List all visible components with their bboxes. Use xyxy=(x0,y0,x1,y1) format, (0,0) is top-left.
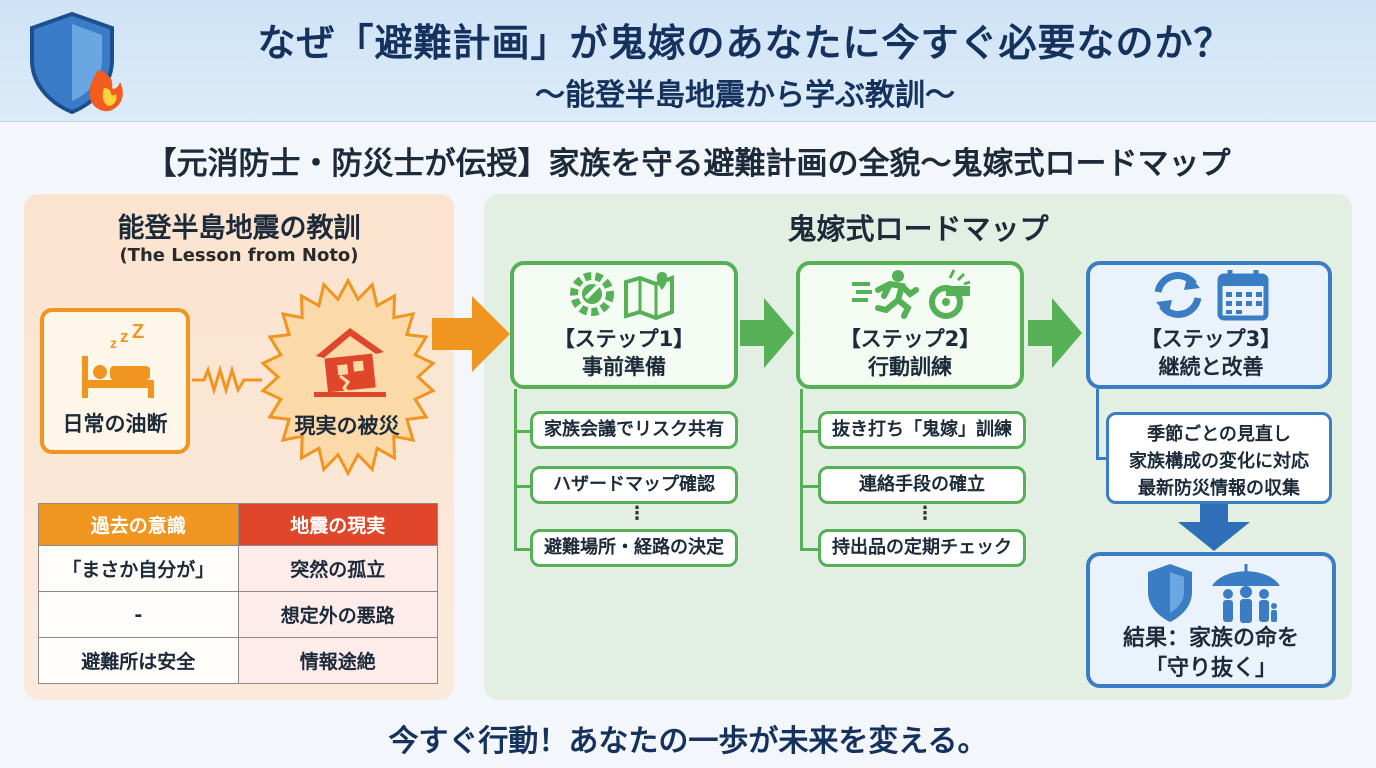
shield-fire-icon xyxy=(30,11,123,115)
step2-tree-line xyxy=(800,389,803,550)
step3-label: 【ステップ3】 xyxy=(1140,327,1282,351)
list-item: 避難場所・経路の決定 xyxy=(530,529,738,567)
table-row: 避難所は安全 情報途絶 xyxy=(38,637,439,684)
shield-umbrella-family-icon xyxy=(1148,564,1280,623)
runner-whistle-icon xyxy=(852,269,971,319)
table-header-past: 過去の意識 xyxy=(38,503,239,546)
disaster-label: 現実の被災 xyxy=(294,414,400,438)
green-arrow-icon xyxy=(740,298,794,368)
svg-text:z: z xyxy=(110,335,117,351)
step1-branch xyxy=(514,430,530,433)
result-label: 結果：家族の命を 「守り抜く」 xyxy=(1086,624,1336,684)
step2-title: 【ステップ2】 行動訓練 xyxy=(796,325,1024,381)
table-cell-reality: 突然の孤立 xyxy=(237,545,439,592)
step1-tree-line xyxy=(514,389,517,550)
ellipsis-dots: ⋮ xyxy=(916,503,934,524)
step2-card xyxy=(796,261,1024,389)
blue-down-arrow-icon xyxy=(1178,504,1250,551)
step1-label: 【ステップ1】 xyxy=(553,327,695,351)
gear-map-icon xyxy=(570,272,674,321)
table-cell-reality: 情報途絶 xyxy=(237,637,439,684)
step3-branch xyxy=(1096,457,1108,460)
step1-branch xyxy=(514,548,530,551)
step1-branch xyxy=(514,485,530,488)
svg-text:z: z xyxy=(120,327,129,346)
step3-name: 継続と改善 xyxy=(1158,355,1264,379)
section-title: 【元消防士・防災士が伝授】家族を守る避難計画の全貌〜鬼嫁式ロードマップ xyxy=(145,146,1231,182)
page-subtitle: 〜能登半島地震から学ぶ教訓〜 xyxy=(535,78,955,113)
ellipsis-dots: ⋮ xyxy=(628,503,646,524)
footer-callout: 今すぐ行動！あなたの一歩が未来を変える。 xyxy=(388,724,988,759)
step2-label: 【ステップ2】 xyxy=(839,327,981,351)
squiggle-connector xyxy=(192,364,262,396)
step2-name: 行動訓練 xyxy=(868,355,952,379)
list-item: 最新防災情報の収集 xyxy=(1138,478,1300,499)
list-item: 連絡手段の確立 xyxy=(818,466,1026,504)
table-header-row: 過去の意識 地震の現実 xyxy=(38,503,439,546)
step3-title: 【ステップ3】 継続と改善 xyxy=(1086,325,1336,381)
comparison-table: 過去の意識 地震の現実 「まさか自分が」 突然の孤立 - 想定外の悪路 避難所は… xyxy=(38,503,439,684)
lesson-subheading: (The Lesson from Noto) xyxy=(119,245,359,266)
page-title: なぜ「避難計画」が鬼嫁のあなたに今すぐ必要なのか？ xyxy=(257,21,1233,65)
daily-carelessness-label: 日常の油断 xyxy=(62,412,168,436)
collapsed-house-icon xyxy=(314,328,386,398)
table-header-reality: 地震の現実 xyxy=(237,503,439,546)
svg-text:Z: Z xyxy=(132,321,144,343)
step3-card xyxy=(1086,261,1332,389)
roadmap-heading: 鬼嫁式ロードマップ xyxy=(787,212,1049,246)
sleeping-bed-icon: z z Z xyxy=(82,321,154,398)
lesson-heading: 能登半島地震の教訓 xyxy=(117,213,361,244)
list-item: 家族構成の変化に対応 xyxy=(1129,451,1309,472)
step1-title: 【ステップ1】 事前準備 xyxy=(510,325,738,381)
table-row: - 想定外の悪路 xyxy=(38,591,439,638)
step2-branch xyxy=(800,430,818,433)
step2-branch xyxy=(800,548,818,551)
list-item: 季節ごとの見直し xyxy=(1147,424,1291,445)
table-cell-past: 「まさか自分が」 xyxy=(38,545,239,592)
orange-arrow-icon xyxy=(432,296,510,372)
step1-name: 事前準備 xyxy=(582,355,666,379)
table-cell-reality: 想定外の悪路 xyxy=(237,591,439,638)
table-cell-past: 避難所は安全 xyxy=(38,637,239,684)
list-item: 抜き打ち「鬼嫁」訓練 xyxy=(818,411,1026,449)
result-line1: 結果：家族の命を xyxy=(1122,626,1299,651)
step3-list: 季節ごとの見直し 家族構成の変化に対応 最新防災情報の収集 xyxy=(1106,412,1332,504)
result-line2: 「守り抜く」 xyxy=(1144,656,1277,681)
refresh-calendar-icon xyxy=(1154,270,1269,321)
list-item: 家族会議でリスク共有 xyxy=(530,411,738,449)
result-card xyxy=(1086,552,1336,688)
table-cell-past: - xyxy=(38,591,239,638)
list-item: ハザードマップ確認 xyxy=(530,466,738,504)
step3-tree-line xyxy=(1096,389,1099,459)
list-item: 持出品の定期チェック xyxy=(818,529,1026,567)
green-arrow-icon xyxy=(1028,298,1082,368)
table-row: 「まさか自分が」 突然の孤立 xyxy=(38,545,439,592)
header-banner xyxy=(0,0,1376,122)
step2-branch xyxy=(800,485,818,488)
